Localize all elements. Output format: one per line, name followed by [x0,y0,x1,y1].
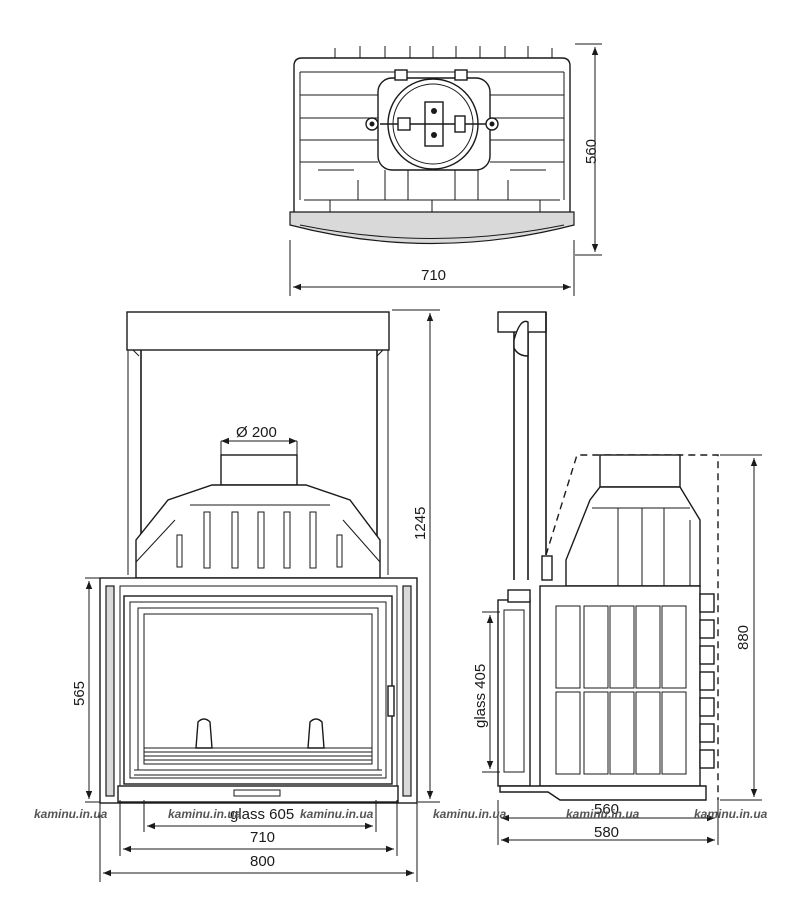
front-top-box [126,311,390,351]
side-pipe-bend [513,320,529,357]
watermark: kaminu.in.ua [566,807,640,821]
damper-handle-right [454,115,466,133]
side-body [539,585,701,787]
side-bracket [541,555,553,581]
dim-glass-width: glass 605 [230,806,294,823]
door-handle [387,685,395,717]
top-view-bolts [334,46,553,58]
dim-glass-height: glass 405 [472,664,489,728]
right-vent [402,585,412,797]
lug-left [394,69,408,81]
plinth [117,785,399,803]
hood-slots [176,511,343,569]
side-hood [565,486,701,587]
watermark: kaminu.in.ua [34,807,108,821]
side-flue-collar [599,454,681,488]
watermark: kaminu.in.ua [694,807,768,821]
side-panels [555,605,687,775]
left-vent [105,585,115,797]
dim-outer-width: 800 [250,853,275,870]
side-envelope [545,454,719,800]
watermark: kaminu.in.ua [433,807,507,821]
top-view: 560 710 [289,43,602,296]
dim-top-depth: 560 [583,139,600,164]
andiron-right [307,718,325,749]
watermark: kaminu.in.ua [300,807,374,821]
damper-handle-left [397,117,411,131]
glass-pane [143,613,373,765]
flue-collar [220,454,298,486]
door [123,595,393,785]
top-view-front-curve [289,211,575,245]
lug-right [454,69,468,81]
side-base [499,785,707,801]
watermark: kaminu.in.ua [168,807,242,821]
side-door [497,599,531,787]
grate [134,747,382,776]
dim-side-depth-outer: 580 [594,824,619,841]
dim-front-height: 565 [71,681,88,706]
side-rear-fins [699,593,715,769]
side-view: glass 405 880 560 580 [472,311,762,845]
dim-side-height: 880 [735,625,752,650]
dim-top-width: 710 [421,267,446,284]
dim-inner-width: 710 [250,829,275,846]
andiron-left [195,718,213,749]
air-slider [233,789,281,797]
watermarks: kaminu.in.ua kaminu.in.ua kaminu.in.ua k… [34,807,768,821]
dim-side-depth-inner: 560 [594,801,619,818]
dim-flue-diameter: Ø 200 [236,424,277,441]
dim-total-height: 1245 [412,507,429,540]
front-view: Ø 200 [71,309,440,882]
